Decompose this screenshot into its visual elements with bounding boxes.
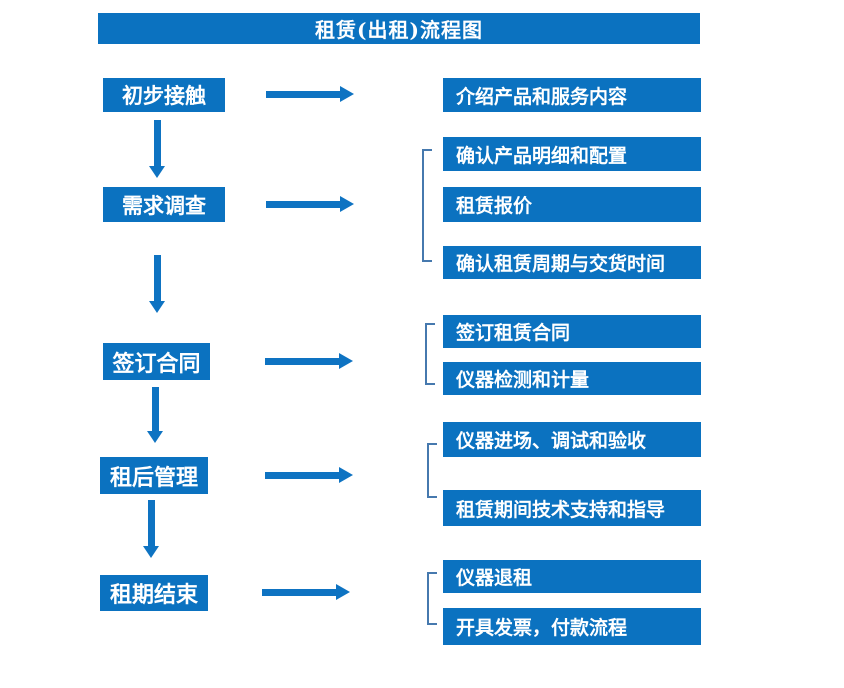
arrow-right-icon <box>265 353 353 370</box>
group-bracket-icon <box>427 572 437 625</box>
arrow-head <box>339 353 353 369</box>
stage-box-demand-survey: 需求调查 <box>103 187 225 222</box>
detail-box-intro-products-services: 介绍产品和服务内容 <box>443 78 701 112</box>
arrow-down-icon <box>149 255 166 313</box>
arrow-shaft <box>266 91 340 98</box>
arrow-right-icon <box>266 196 354 213</box>
arrow-head <box>149 166 165 178</box>
arrow-shaft <box>148 500 155 546</box>
arrow-head <box>340 196 354 212</box>
stage-box-rental-end: 租期结束 <box>100 575 208 611</box>
group-bracket-icon <box>425 323 435 385</box>
stage-box-post-rental-management: 租后管理 <box>100 457 208 494</box>
detail-box-rental-tech-support-guidance: 租赁期间技术支持和指导 <box>443 490 701 526</box>
arrow-down-icon <box>147 387 164 443</box>
arrow-shaft <box>265 358 339 365</box>
arrow-shaft <box>262 589 336 596</box>
arrow-shaft <box>265 472 339 479</box>
arrow-right-icon <box>266 86 354 103</box>
arrow-head <box>149 301 165 313</box>
detail-box-instrument-inspection-measurement: 仪器检测和计量 <box>443 362 701 395</box>
arrow-shaft <box>152 387 159 431</box>
group-bracket-icon <box>427 443 437 498</box>
detail-box-confirm-rental-period-delivery: 确认租赁周期与交货时间 <box>443 246 701 279</box>
group-bracket-icon <box>422 149 432 262</box>
detail-box-sign-rental-contract: 签订租赁合同 <box>443 315 701 348</box>
detail-box-instrument-return: 仪器退租 <box>443 560 701 593</box>
arrow-head <box>143 546 159 558</box>
arrow-shaft <box>154 120 161 166</box>
arrow-head <box>147 431 163 443</box>
detail-box-rental-quotation: 租赁报价 <box>443 187 701 222</box>
arrow-down-icon <box>149 120 166 178</box>
page-title: 租赁(出租)流程图 <box>98 13 700 44</box>
arrow-right-icon <box>262 584 350 601</box>
arrow-head <box>339 467 353 483</box>
arrow-head <box>336 584 350 600</box>
arrow-shaft <box>266 201 340 208</box>
detail-box-invoice-payment-process: 开具发票，付款流程 <box>443 608 701 645</box>
detail-box-instrument-entry-debug-acceptance: 仪器进场、调试和验收 <box>443 422 701 457</box>
detail-box-confirm-product-details-config: 确认产品明细和配置 <box>443 137 701 171</box>
stage-box-initial-contact: 初步接触 <box>103 78 225 112</box>
arrow-head <box>340 86 354 102</box>
arrow-down-icon <box>143 500 160 558</box>
arrow-right-icon <box>265 467 353 484</box>
arrow-shaft <box>154 255 161 301</box>
stage-box-sign-contract: 签订合同 <box>103 343 210 380</box>
